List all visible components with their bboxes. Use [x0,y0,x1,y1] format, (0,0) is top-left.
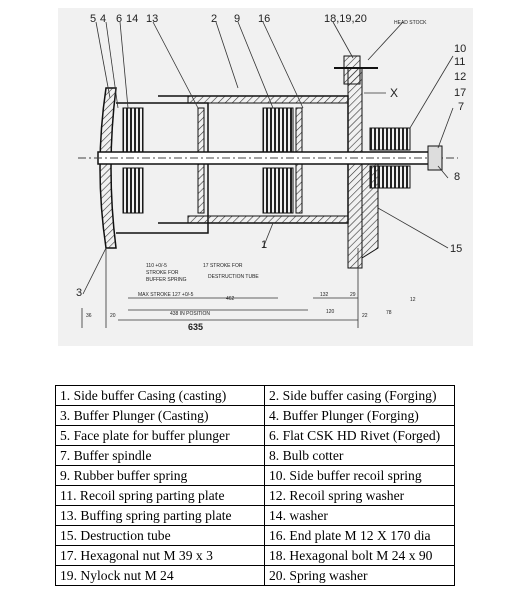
table-cell: 12. Recoil spring washer [264,485,455,506]
table-row: 1. Side buffer Casing (casting) 2. Side … [55,385,455,406]
dim-462: 462 [226,296,235,302]
table-cell: 7. Buffer spindle [55,445,265,466]
dim-stroke-buffer-line1: STROKE FOR [146,270,179,276]
table-row: 5. Face plate for buffer plunger 6. Flat… [55,425,455,446]
callout-leaders [82,21,454,295]
dim-78: 78 [386,310,392,316]
head-stock-label: HEAD STOCK [394,20,427,26]
table-cell: 5. Face plate for buffer plunger [55,425,265,446]
table-row: 15. Destruction tube 16. End plate M 12 … [55,525,455,546]
table-cell: 8. Bulb cotter [264,445,455,466]
callout-2: 2 [211,13,217,25]
table-cell: 13. Buffing spring parting plate [55,505,265,526]
table-cell: 4. Buffer Plunger (Forging) [264,405,455,426]
dim-635: 635 [188,322,203,332]
dim-max-stroke: MAX STROKE 127 +0/-5 [138,292,194,298]
table-cell: 6. Flat CSK HD Rivet (Forged) [264,425,455,446]
dim-20: 20 [110,313,116,319]
casing-top-wall [187,95,349,104]
dim-destruction-line2: DESTRUCTION TUBE [208,274,259,280]
callout-14: 14 [126,13,138,25]
table-cell: 17. Hexagonal nut M 39 x 3 [55,545,265,566]
parts-table: 1. Side buffer Casing (casting) 2. Side … [55,385,455,586]
dim-stroke-buffer-line2: BUFFER SPRING [146,277,187,283]
casing-bottom-wall [187,215,349,224]
drawing-canvas: 5 4 6 14 13 2 9 16 18,19,20 HEAD STOCK 1… [76,13,466,332]
callout-16: 16 [258,13,270,25]
dim-22: 22 [362,313,368,319]
top-callouts: 5 4 6 14 13 2 9 16 18,19,20 [90,13,367,25]
table-row: 17. Hexagonal nut M 39 x 3 18. Hexagonal… [55,545,455,566]
table-cell: 9. Rubber buffer spring [55,465,265,486]
table-cell: 14. washer [264,505,455,526]
table-cell: 20. Spring washer [264,565,455,586]
table-cell: 2. Side buffer casing (Forging) [264,385,455,406]
recoil-spring-top [369,127,411,151]
table-cell: 19. Nylock nut M 24 [55,565,265,586]
dim-132: 132 [320,292,329,298]
callout-x: X [390,86,398,100]
table-row: 13. Buffing spring parting plate 14. was… [55,505,455,526]
callout-13: 13 [146,13,158,25]
head-stock-bolt [343,55,361,85]
callout-7: 7 [458,101,464,113]
hex-nut [427,145,443,171]
table-cell: 10. Side buffer recoil spring [264,465,455,486]
dimension-lines [81,248,359,328]
rubber-spring-left-top [122,107,144,154]
dim-29: 29 [350,292,356,298]
buffer-plunger [116,102,209,234]
table-row: 11. Recoil spring parting plate 12. Reco… [55,485,455,506]
callout-8: 8 [454,171,460,183]
side-buffer-drawing: 5 4 6 14 13 2 9 16 18,19,20 HEAD STOCK 1… [58,8,473,346]
callout-18-19-20: 18,19,20 [324,13,367,25]
dim-stroke-buffer-value: 110 +0/-5 [146,263,167,269]
table-cell: 1. Side buffer Casing (casting) [55,385,265,406]
table-row: 9. Rubber buffer spring 10. Side buffer … [55,465,455,486]
callout-6: 6 [116,13,122,25]
rubber-spring-mid-top [262,107,294,154]
dim-36: 36 [86,313,92,319]
table-cell: 16. End plate M 12 X 170 dia [264,525,455,546]
table-cell: 3. Buffer Plunger (Casting) [55,405,265,426]
rubber-spring-mid-bottom [262,167,294,214]
callout-4: 4 [100,13,106,25]
rubber-spring-left-bottom [122,167,144,214]
table-row: 3. Buffer Plunger (Casting) 4. Buffer Pl… [55,405,455,426]
callout-5: 5 [90,13,96,25]
table-row: 7. Buffer spindle 8. Bulb cotter [55,445,455,466]
callout-11: 11 [454,56,465,68]
callout-9: 9 [234,13,240,25]
casing-flange [347,67,363,269]
table-cell: 18. Hexagonal bolt M 24 x 90 [264,545,455,566]
callout-10: 10 [454,43,466,55]
callout-15: 15 [450,243,462,255]
dim-120: 120 [326,309,335,315]
callout-3: 3 [76,287,82,299]
right-callouts: 10 11 12 17 7 8 15 [450,43,466,255]
dim-12: 12 [410,297,416,303]
dim-destruction-line1: 17 STROKE FOR [203,263,243,269]
table-cell: 15. Destruction tube [55,525,265,546]
face-plate [99,87,117,249]
table-cell: 11. Recoil spring parting plate [55,485,265,506]
callout-12: 12 [454,71,466,83]
dimension-labels: 110 +0/-5 STROKE FOR BUFFER SPRING 17 ST… [86,263,416,319]
callout-1: 1 [261,239,267,251]
recoil-spring-bottom [369,165,411,189]
table-row: 19. Nylock nut M 24 20. Spring washer [55,565,455,586]
dim-in-position: 438 IN POSITION [170,311,210,317]
callout-17: 17 [454,87,466,99]
